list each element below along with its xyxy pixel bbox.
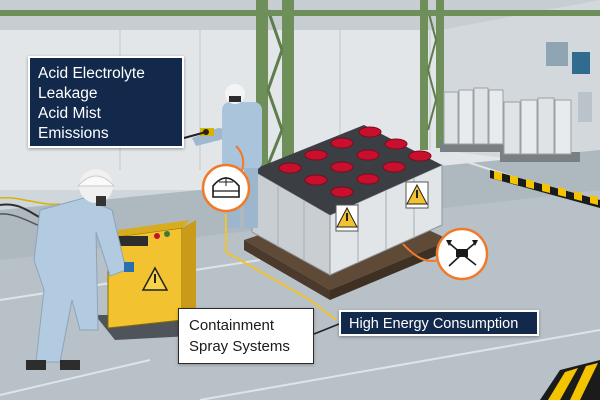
battery-terminals bbox=[278, 126, 432, 198]
crane-beam bbox=[0, 10, 600, 16]
distribution-network-icon bbox=[435, 227, 489, 281]
callout-energy-consumption: High Energy Consumption bbox=[339, 310, 539, 336]
safety-stripe bbox=[490, 170, 600, 208]
containment-line-1: Containment bbox=[189, 317, 275, 334]
warning-triangle-icon bbox=[335, 204, 359, 232]
floor-cable bbox=[0, 197, 61, 205]
acid-leakage-line-1: Acid Electrolyte bbox=[38, 65, 145, 82]
acid-leakage-line-2: Leakage bbox=[38, 85, 98, 102]
battery-stack-background-2 bbox=[500, 97, 580, 162]
safety-stripe-right bbox=[540, 360, 600, 400]
warning-triangle-icon bbox=[405, 181, 429, 209]
hazard-fume-icon bbox=[201, 163, 251, 213]
worker-foreground bbox=[26, 169, 134, 370]
callout-containment-spray: Containment Spray Systems bbox=[178, 308, 314, 364]
acid-mist-line-1: Acid Mist bbox=[38, 105, 101, 122]
wall-window bbox=[546, 42, 568, 66]
battery-stack-background-1 bbox=[440, 87, 508, 152]
containment-line-2: Spray Systems bbox=[189, 338, 290, 355]
acid-mist-line-2: Emissions bbox=[38, 125, 109, 142]
callout-acid-hazards: Acid Electrolyte Leakage Acid Mist Emiss… bbox=[28, 56, 184, 148]
wall-door bbox=[578, 92, 592, 122]
wall-window bbox=[572, 52, 590, 74]
